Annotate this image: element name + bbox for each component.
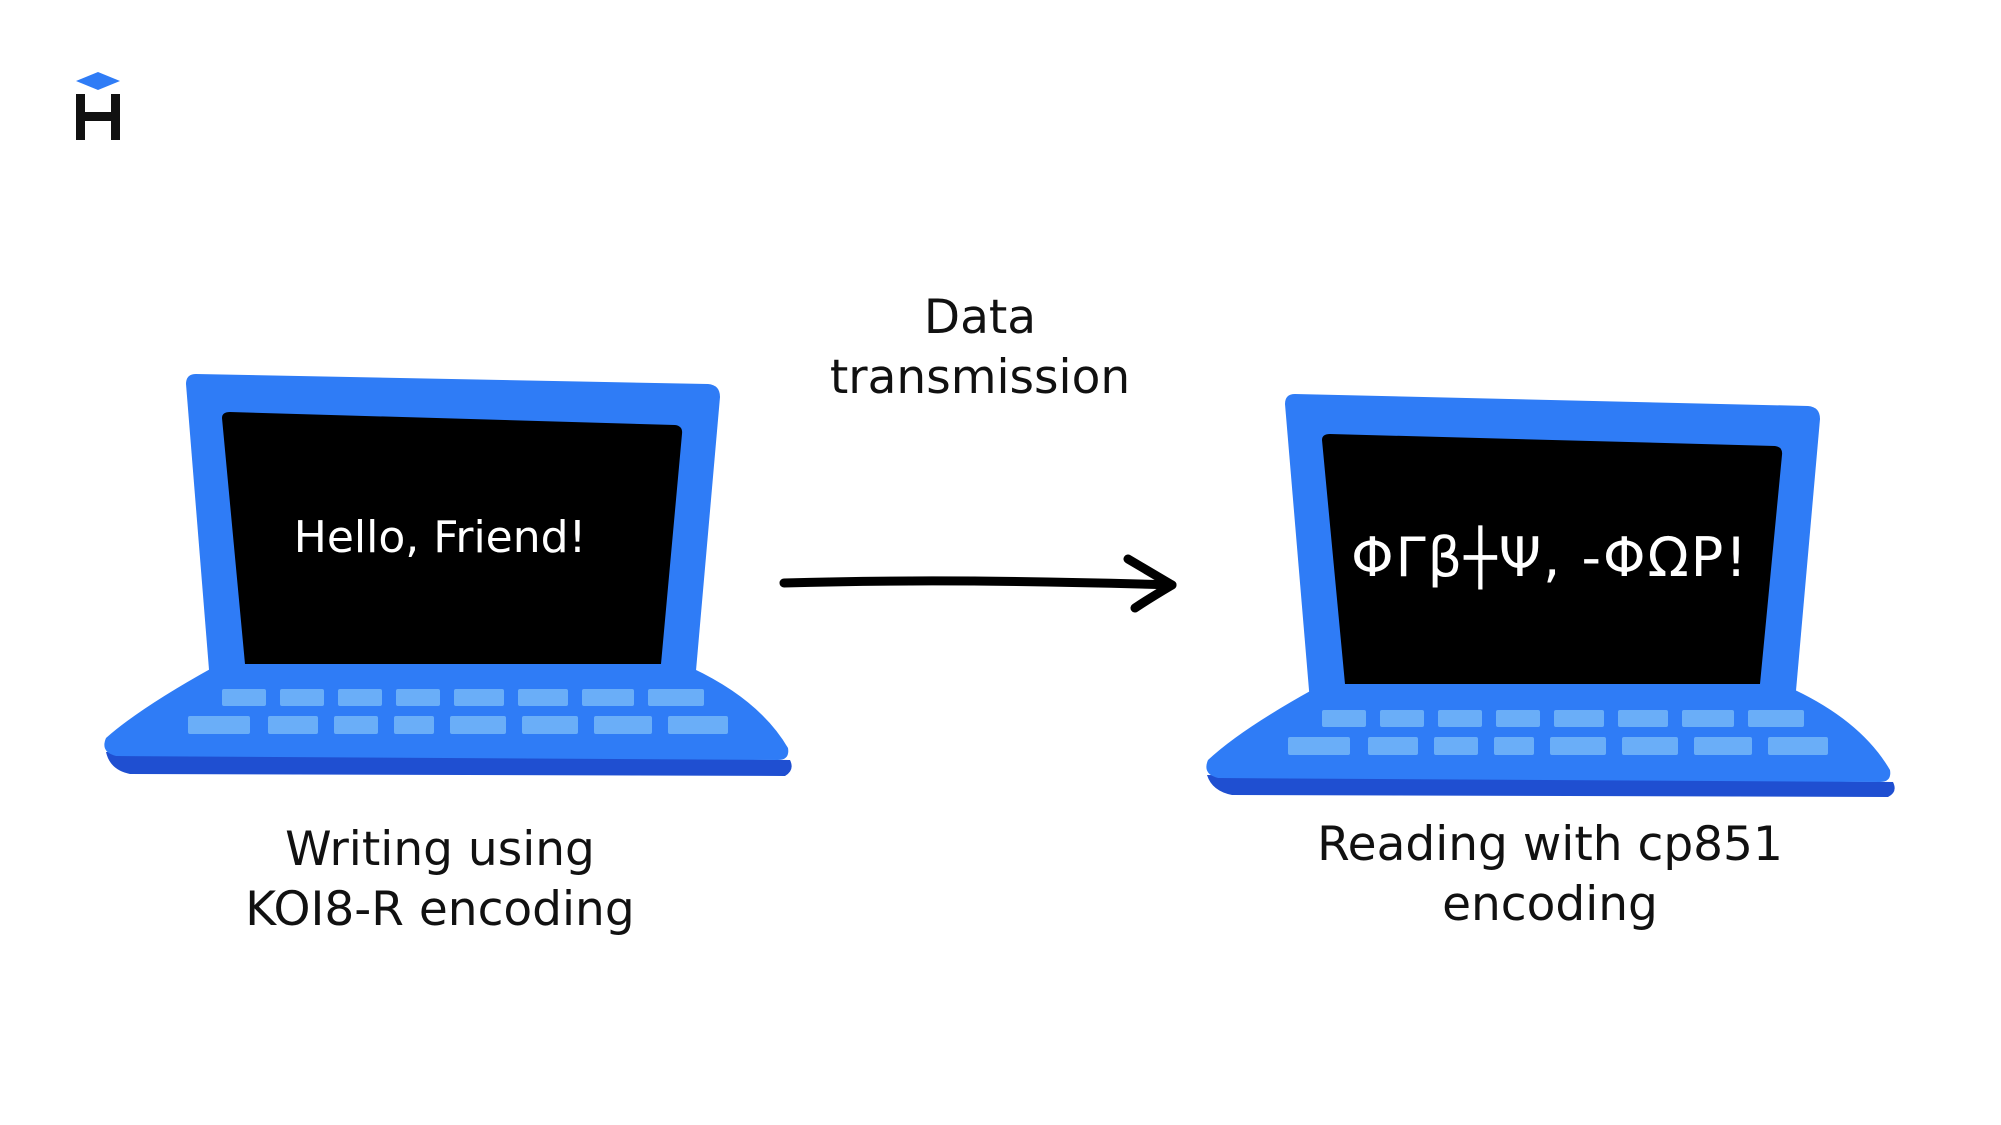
key — [1618, 710, 1668, 727]
left-screen-text: Hello, Friend! — [293, 512, 587, 563]
key — [1768, 737, 1828, 755]
key — [1438, 710, 1482, 727]
key — [1434, 737, 1478, 755]
key — [222, 689, 266, 706]
reading-caption-line2: encoding — [1442, 877, 1658, 932]
key — [1682, 710, 1734, 727]
left-laptop-base — [104, 668, 789, 760]
key — [518, 689, 568, 706]
left-laptop-keyboard — [188, 689, 728, 734]
reading-caption: Reading with cp851 encoding — [1270, 815, 1830, 935]
key — [1748, 710, 1804, 727]
key — [1496, 710, 1540, 727]
key — [268, 716, 318, 734]
left-laptop — [104, 374, 792, 776]
left-laptop-screen — [222, 412, 683, 664]
transmission-caption-line2: transmission — [829, 350, 1131, 405]
key — [582, 689, 634, 706]
right-laptop-screen — [1322, 434, 1783, 684]
key — [1494, 737, 1534, 755]
key — [594, 716, 652, 734]
key — [334, 716, 378, 734]
key — [1288, 737, 1350, 755]
transmission-caption: Data transmission — [800, 288, 1160, 408]
key — [1380, 710, 1424, 727]
key — [668, 716, 728, 734]
right-laptop-base — [1206, 690, 1891, 782]
right-laptop — [1206, 394, 1895, 797]
key — [1322, 710, 1366, 727]
key — [396, 689, 440, 706]
key — [1694, 737, 1752, 755]
key — [1554, 710, 1604, 727]
hyperskill-logo-icon — [76, 72, 120, 140]
arrow-right-icon — [779, 554, 1177, 613]
left-laptop-base-shadow — [106, 752, 792, 776]
key — [188, 716, 250, 734]
key — [280, 689, 324, 706]
key — [338, 689, 382, 706]
key — [1622, 737, 1678, 755]
key — [1368, 737, 1418, 755]
key — [1550, 737, 1606, 755]
key — [522, 716, 578, 734]
key — [450, 716, 506, 734]
writing-caption-line2: KOI8-R encoding — [245, 882, 635, 937]
reading-caption-line1: Reading with cp851 — [1317, 817, 1783, 872]
right-laptop-keyboard — [1288, 710, 1828, 755]
key — [394, 716, 434, 734]
transmission-caption-line1: Data — [923, 290, 1037, 345]
writing-caption-line1: Writing using — [285, 822, 595, 877]
key — [648, 689, 704, 706]
key — [454, 689, 504, 706]
right-screen-garbled-text: ΦΓβ┼Ψ, -ΦΩP! — [1351, 526, 1749, 589]
writing-caption: Writing using KOI8-R encoding — [190, 820, 690, 940]
